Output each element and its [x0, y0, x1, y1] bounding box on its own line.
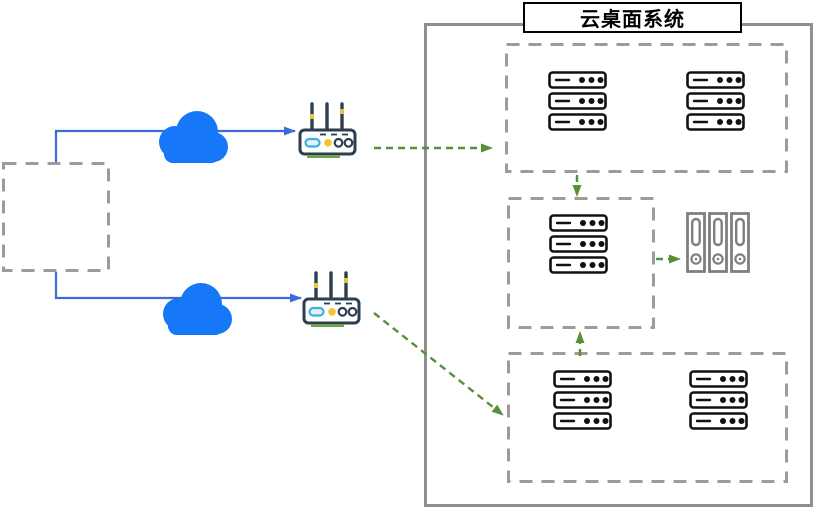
router-icon — [298, 102, 357, 159]
server-middle-box — [507, 197, 655, 329]
server-stack-icon — [548, 71, 607, 131]
server-stack-icon — [553, 370, 612, 430]
server-stack-icon — [686, 71, 745, 131]
internet-cloud-icon — [159, 111, 228, 163]
server-cluster-top-box — [505, 43, 788, 173]
diagram-title: 云桌面系统 — [523, 2, 742, 33]
cloud-desktop-system-container — [424, 23, 813, 507]
diagram-title-text: 云桌面系统 — [580, 9, 685, 31]
server-stack-icon — [689, 370, 748, 430]
server-cluster-bottom-box — [507, 352, 788, 483]
server-stack-icon — [549, 214, 608, 274]
client-group-box — [2, 162, 110, 272]
connector-router2-bottom-cluster — [373, 312, 504, 416]
storage-array-icon — [686, 212, 750, 273]
internet-cloud-icon — [163, 283, 232, 335]
router-icon — [302, 271, 361, 328]
